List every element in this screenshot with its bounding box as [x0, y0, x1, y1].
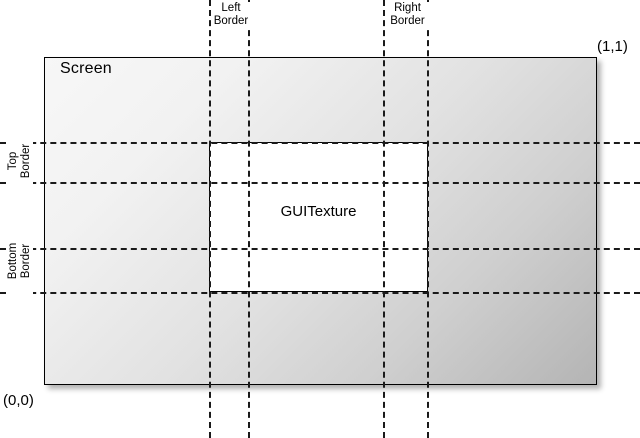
screen-label: Screen [60, 60, 112, 77]
horizontal-guide-bottom-border-inner [0, 248, 640, 250]
vertical-guide-left-border-inner [248, 0, 250, 438]
vertical-guide-left-border-outer [209, 0, 211, 438]
left-border-label: Left Border [212, 2, 250, 28]
horizontal-guide-top-border-outer [0, 142, 640, 144]
horizontal-guide-bottom-border-outer [0, 292, 640, 294]
right-border-label: Right Border [386, 2, 429, 28]
bottom-border-label: Bottom Border [7, 227, 33, 295]
coordinate-top-right: (1,1) [597, 38, 628, 55]
top-border-label: Top Border [7, 134, 33, 188]
guitexture-label: GUITexture [280, 203, 357, 220]
guitexture-rectangle [209, 142, 428, 292]
coordinate-bottom-left: (0,0) [3, 392, 34, 409]
horizontal-guide-top-border-inner [0, 182, 640, 184]
vertical-guide-right-border-outer [427, 0, 429, 438]
vertical-guide-right-border-inner [383, 0, 385, 438]
